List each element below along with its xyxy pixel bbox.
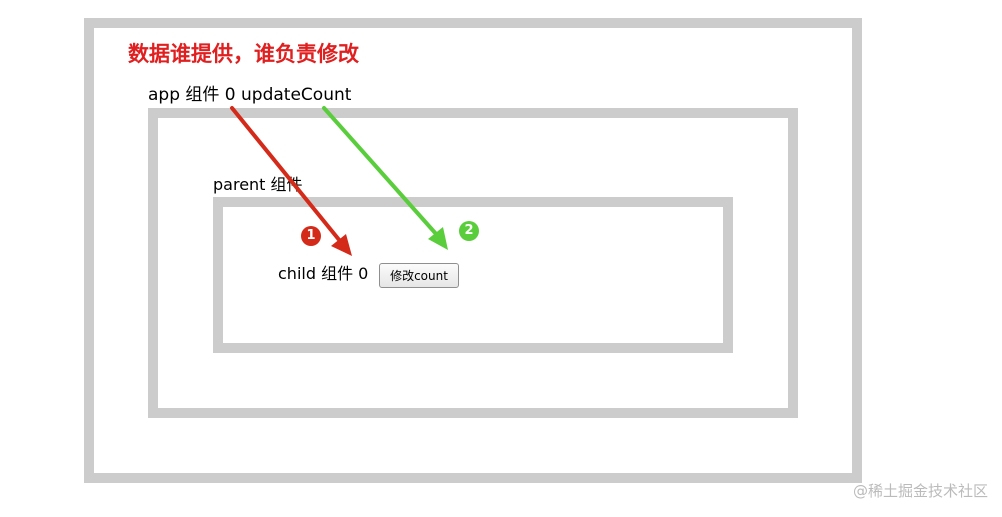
app-component-label: app 组件 0 updateCount [148, 85, 352, 105]
parent-outer-box [148, 108, 798, 418]
step-2-badge: 2 [459, 221, 479, 241]
diagram-heading: 数据谁提供，谁负责修改 [128, 42, 359, 66]
watermark: @稀土掘金技术社区 [852, 482, 988, 500]
arrow-green-update-callback [322, 106, 448, 250]
parent-component-label: parent 组件 [213, 175, 303, 194]
child-component-box [213, 197, 733, 353]
child-component-label: child 组件 0 [278, 264, 369, 283]
modify-count-button[interactable]: 修改count [379, 263, 459, 288]
arrow-red-data-flow [230, 106, 352, 256]
app-component-box [84, 18, 862, 483]
step-1-badge: 1 [301, 226, 321, 246]
